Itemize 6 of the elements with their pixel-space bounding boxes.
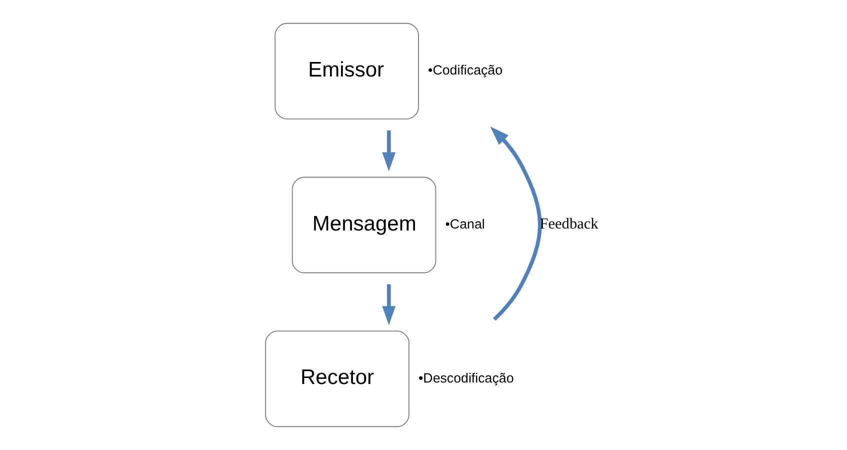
- node-label: •Descodificação: [418, 370, 514, 386]
- arrow: [382, 130, 396, 172]
- node-label: •Codificação: [428, 62, 502, 78]
- arrow: [382, 284, 396, 326]
- arrow: [490, 126, 542, 321]
- node-label: •Canal: [444, 216, 484, 232]
